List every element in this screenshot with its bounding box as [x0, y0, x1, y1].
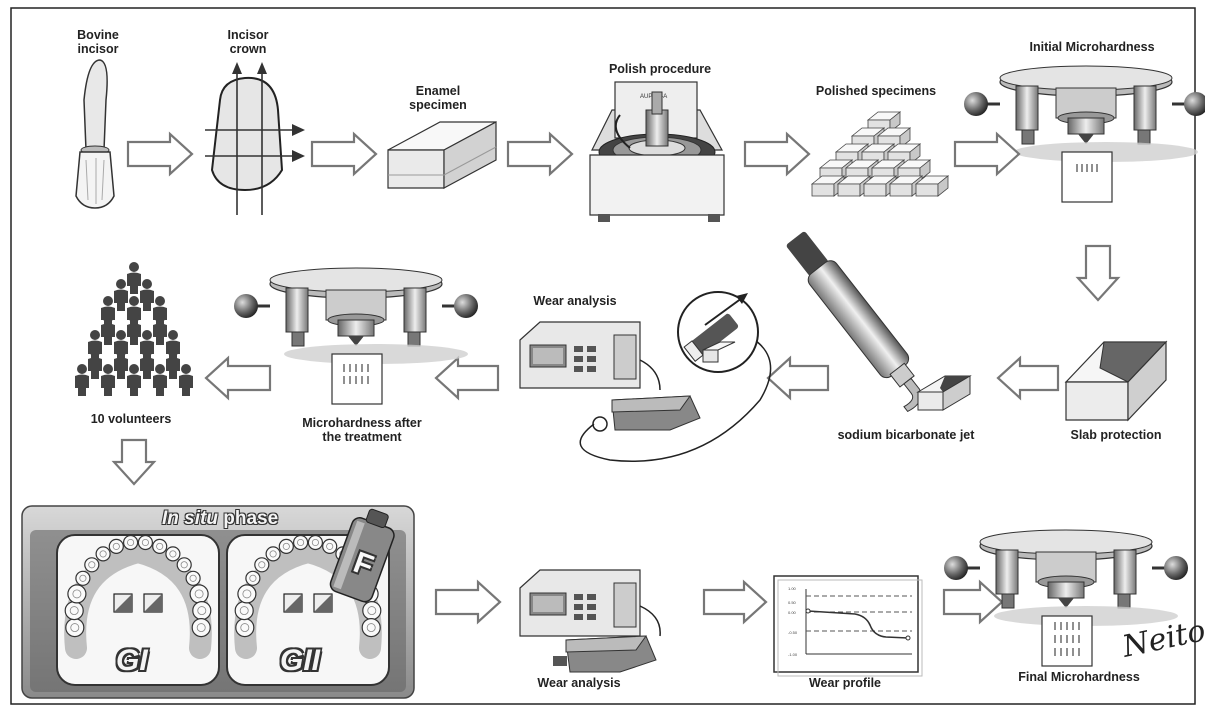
polished-specimen-block [862, 175, 898, 197]
volunteer-figure [166, 347, 180, 379]
wear-profile-graph: 1.00 0.50 0.00 -0.50 -1.00 [773, 575, 923, 677]
process-arrow-2 [310, 131, 378, 177]
slab-protection-block [1064, 340, 1168, 422]
volunteer-figure [153, 364, 167, 396]
process-arrow-8 [766, 355, 830, 401]
svg-text:-1.00: -1.00 [788, 652, 798, 657]
volunteer-figure [114, 347, 128, 379]
volunteer-figure [140, 330, 154, 362]
volunteer-figure [127, 296, 141, 328]
volunteer-figure [179, 364, 193, 396]
label-wear-analysis-bottom: Wear analysis [537, 676, 621, 690]
profilometer-bottom [519, 569, 661, 673]
dental-appliance-gii [234, 534, 382, 659]
process-arrow-9 [434, 355, 500, 401]
volunteer-figure [101, 364, 115, 396]
label-final-microhardness: Final Microhardness [1018, 670, 1140, 684]
final-microhardness-tester [944, 529, 1188, 667]
process-arrow-14 [942, 579, 1004, 625]
process-arrow-1 [126, 131, 194, 177]
volunteers-pyramid [75, 262, 193, 396]
in-situ-rest: phase [217, 508, 279, 529]
process-arrow-3 [506, 131, 574, 177]
group-label-gi: GI [116, 644, 148, 677]
volunteer-figure [88, 347, 102, 379]
label-sodium-bicarbonate-jet: sodium bicarbonate jet [837, 428, 975, 442]
process-arrow-4 [743, 131, 811, 177]
label-polish-procedure: Polish procedure [608, 62, 712, 76]
volunteer-figure [127, 313, 141, 345]
group-label-gii: GII [280, 644, 321, 677]
fluoride-dentifrice-tube [329, 508, 395, 603]
volunteer-figure [127, 262, 141, 294]
volunteer-figure [75, 364, 89, 396]
svg-text:0.50: 0.50 [788, 600, 797, 605]
volunteer-figure [88, 330, 102, 362]
polishing-machine: AUP L—A [589, 81, 725, 222]
volunteer-figure [140, 279, 154, 311]
initial-microhardness-tester [964, 65, 1205, 203]
svg-text:-0.50: -0.50 [788, 630, 798, 635]
volunteer-figure [153, 313, 167, 345]
volunteer-figure [114, 330, 128, 362]
process-arrow-7 [996, 355, 1060, 401]
polished-specimens-pyramid [810, 111, 950, 197]
volunteer-figure [153, 296, 167, 328]
volunteer-figure [166, 330, 180, 362]
label-wear-analysis-top: Wear analysis [533, 294, 617, 308]
in-situ-phase-panel [21, 505, 415, 699]
label-polished-specimens: Polished specimens [815, 84, 937, 98]
volunteer-figure [101, 313, 115, 345]
incisor-crown-illustration [205, 62, 305, 215]
volunteer-figure [101, 296, 115, 328]
volunteer-figure [140, 347, 154, 379]
process-arrows [111, 131, 1121, 625]
label-slab-protection: Slab protection [1070, 428, 1162, 442]
label-volunteers: 10 volunteers [90, 412, 172, 426]
process-arrow-6 [1075, 244, 1121, 302]
label-initial-microhardness: Initial Microhardness [1029, 40, 1155, 54]
polished-specimen-block [914, 175, 950, 197]
in-situ-phase-title: In situ phase [162, 508, 278, 530]
dental-appliance-gi [64, 534, 212, 659]
in-situ-italic: In situ [162, 508, 218, 529]
bovine-incisor-illustration [75, 59, 115, 209]
sodium-bicarbonate-jet-handpiece [786, 231, 972, 413]
label-wear-profile: Wear profile [808, 676, 881, 690]
process-arrow-10 [204, 355, 272, 401]
process-arrow-12 [434, 579, 502, 625]
svg-text:1.00: 1.00 [788, 586, 797, 591]
process-arrow-11 [111, 438, 157, 486]
volunteer-figure [127, 364, 141, 396]
enamel-specimen-block [387, 120, 497, 190]
svg-text:0.00: 0.00 [788, 610, 797, 615]
figure-frame [10, 7, 1196, 705]
microhardness-tester-after-treatment [234, 267, 478, 405]
volunteer-figure [114, 279, 128, 311]
profilometer-top [519, 291, 772, 462]
process-arrow-5 [953, 131, 1021, 177]
process-arrow-13 [702, 579, 768, 625]
